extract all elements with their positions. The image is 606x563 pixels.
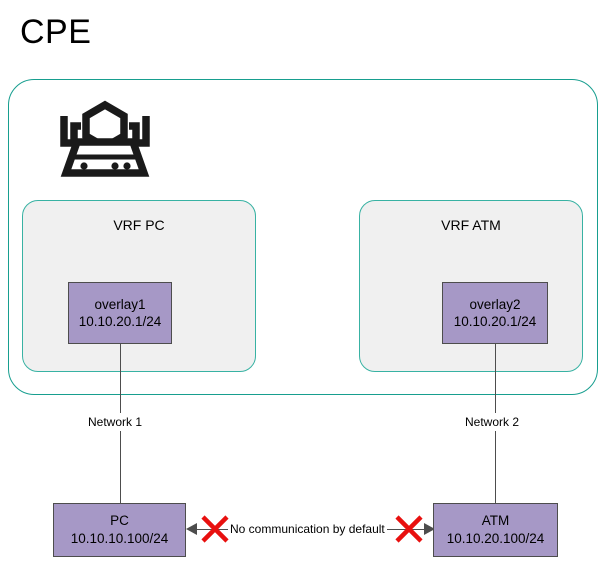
- interface-address-overlay2: 10.10.20.1/24: [453, 314, 537, 329]
- router-icon: [44, 96, 166, 184]
- vrf-label-atm: VRF ATM: [441, 217, 501, 233]
- no-communication-label: No communication by default: [228, 521, 387, 537]
- device-address-pc: 10.10.10.100/24: [70, 531, 169, 546]
- interface-name-overlay1: overlay1: [94, 297, 146, 312]
- device-name-atm: ATM: [481, 513, 510, 528]
- interface-box-overlay2: overlay2 10.10.20.1/24: [442, 282, 548, 344]
- cpe-container: [8, 79, 598, 395]
- interface-box-overlay1: overlay1 10.10.20.1/24: [68, 282, 172, 344]
- device-address-atm: 10.10.20.100/24: [446, 531, 545, 546]
- block-x-right-icon: [393, 513, 425, 545]
- arrow-head-left-icon: [186, 523, 197, 535]
- device-box-atm: ATM 10.10.20.100/24: [433, 503, 558, 557]
- vrf-label-pc: VRF PC: [113, 217, 165, 233]
- network-label-2: Network 2: [461, 413, 524, 431]
- block-x-left-icon: [199, 513, 231, 545]
- interface-address-overlay1: 10.10.20.1/24: [78, 314, 162, 329]
- network-label-1: Network 1: [84, 413, 147, 431]
- arrow-head-right-icon: [424, 523, 435, 535]
- device-name-pc: PC: [110, 513, 129, 528]
- device-box-pc: PC 10.10.10.100/24: [53, 503, 186, 557]
- interface-name-overlay2: overlay2: [469, 297, 521, 312]
- page-title: CPE: [20, 13, 92, 51]
